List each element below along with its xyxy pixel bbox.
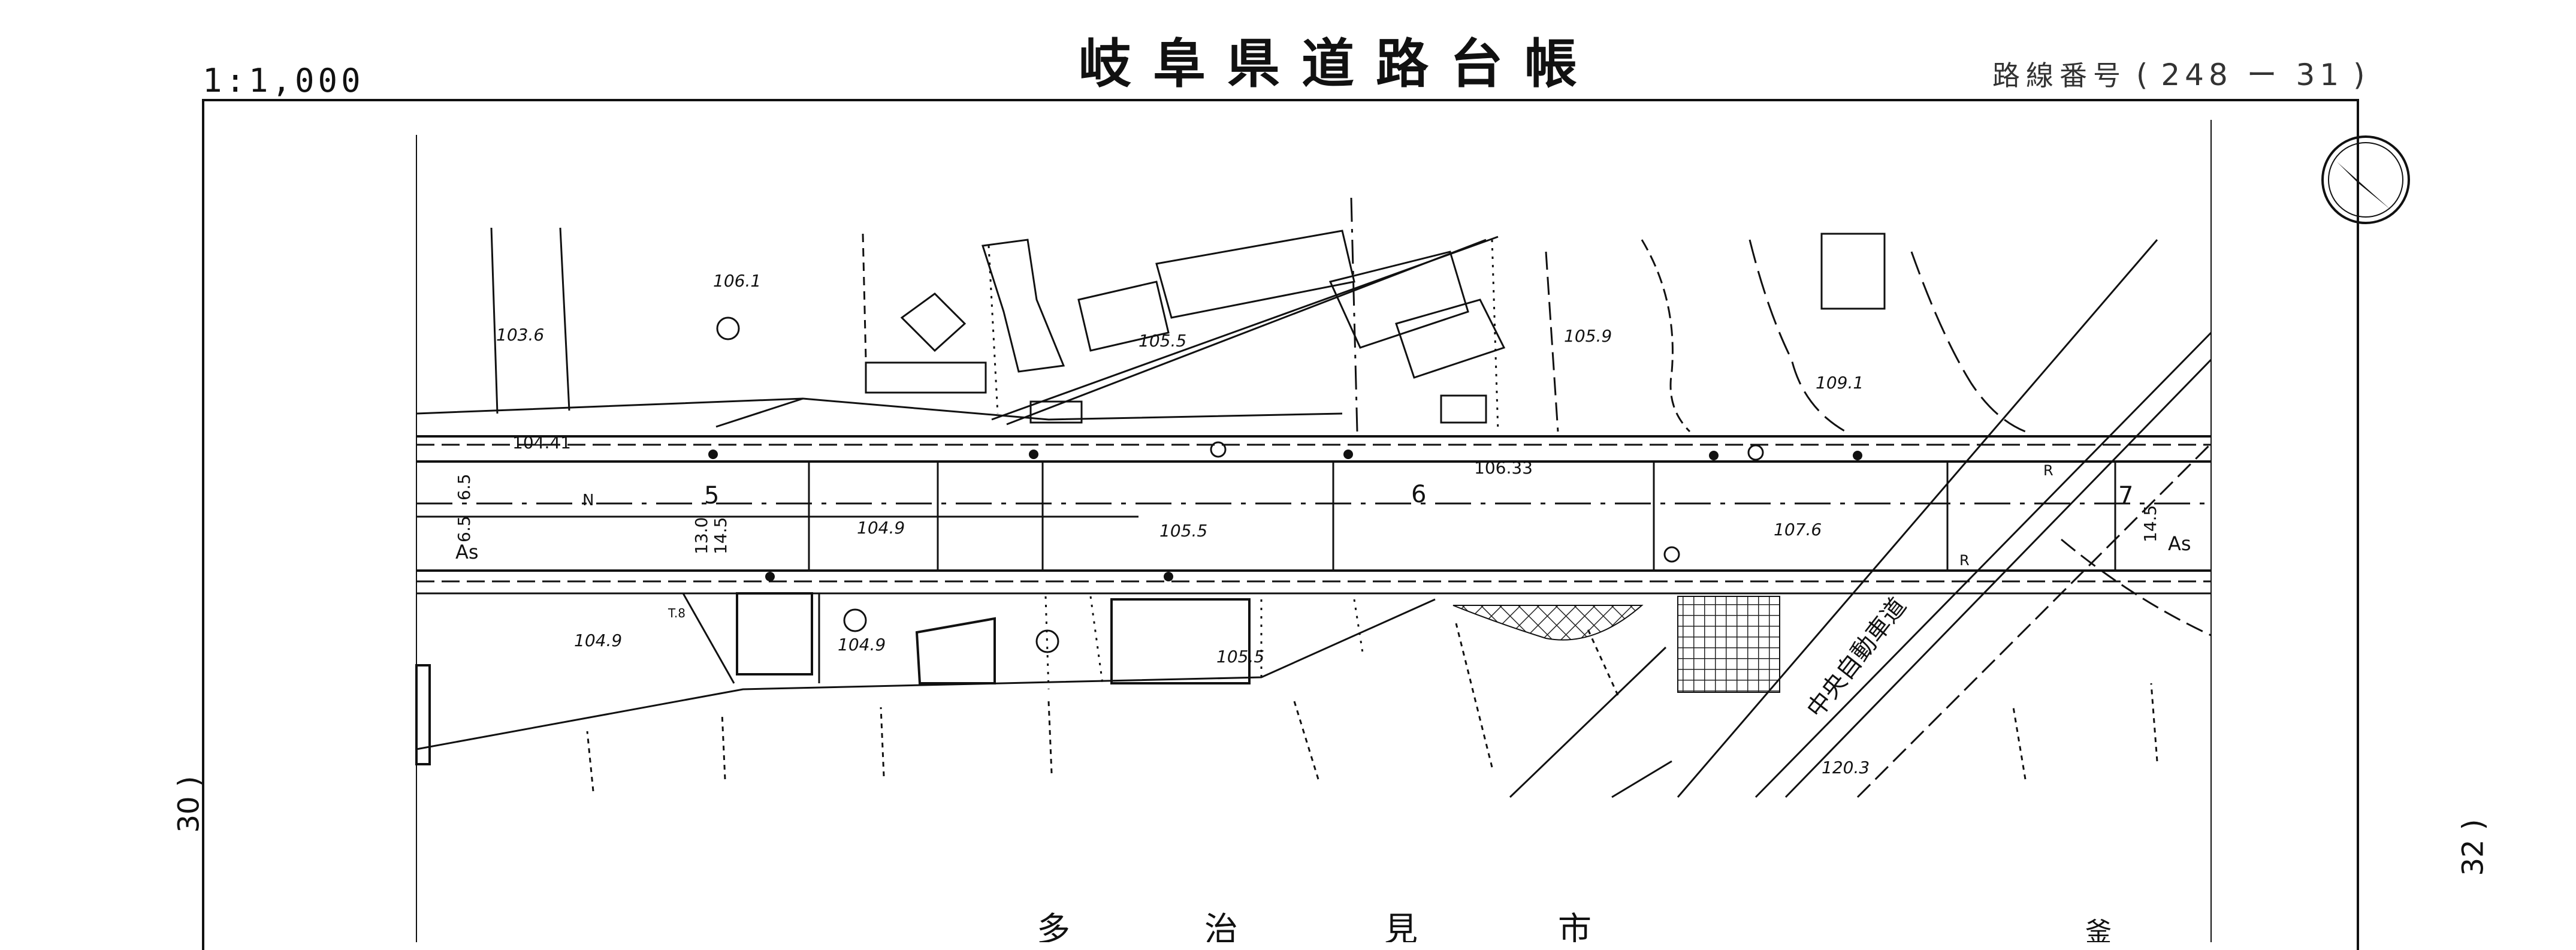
surface-label: As xyxy=(2168,532,2191,555)
electric-pole-icon xyxy=(1663,546,1680,563)
misc-label: R xyxy=(1959,552,1970,569)
route-number-label: 路線番号 xyxy=(1992,59,2127,92)
road-width-label: 14.5 xyxy=(711,517,730,554)
north-arrow-icon xyxy=(2337,162,2391,210)
route-number-value: 248 ー 31 xyxy=(2161,58,2344,92)
city-name-char: 市 xyxy=(1558,910,1591,942)
misc-label: R xyxy=(2043,462,2053,479)
route-close-paren: ) xyxy=(2353,58,2365,92)
road-width-label: 14.5 xyxy=(2140,505,2160,542)
map-scale: 1:1,000 xyxy=(203,62,364,99)
expressway-label: 中央自動車道 xyxy=(1802,593,1912,723)
elevation-label: 105.9 xyxy=(1564,326,1612,346)
elevation-label: 120.3 xyxy=(1822,758,1870,777)
elevation-label: 105.5 xyxy=(1159,521,1207,541)
city-name-char: 治 xyxy=(1204,910,1238,942)
parking-symbol-icon xyxy=(716,316,740,340)
road-width-label: 6.5 xyxy=(454,474,474,500)
route-open-paren: ( xyxy=(2136,58,2148,92)
surface-label: As xyxy=(455,541,479,563)
telephone-pole-icon xyxy=(1210,441,1227,458)
station-label: 7 xyxy=(2118,482,2133,509)
map-frame xyxy=(202,99,2359,950)
elevation-label: 104.9 xyxy=(574,631,622,650)
elevation-label: 107.6 xyxy=(1774,520,1822,539)
station-label: 6 xyxy=(1411,481,1426,508)
station-label: 5 xyxy=(704,482,719,509)
telephone-pole-icon xyxy=(1747,444,1764,461)
misc-label: N xyxy=(582,491,594,509)
elevation-label: 103.6 xyxy=(496,325,544,345)
elevation-label: 104.9 xyxy=(857,518,905,538)
route-number: 路線番号 ( 248 ー 31 ) xyxy=(1992,60,2365,90)
road-width-label: 13.0 xyxy=(691,517,711,554)
parking-symbol-icon xyxy=(1035,629,1059,653)
elevation-label: 109.1 xyxy=(1816,373,1864,393)
elevation-label: 106.1 xyxy=(713,271,761,291)
elevation-label: 106.33 xyxy=(1474,458,1533,478)
elevation-label: 104.9 xyxy=(838,635,886,655)
road-width-label: 6.5 xyxy=(454,515,474,542)
city-name-char: 見 xyxy=(1384,910,1418,942)
city-name-char: 多 xyxy=(1037,910,1070,942)
elevation-label: 105.5 xyxy=(1216,647,1264,666)
place-name-char: 釜 xyxy=(2085,917,2112,942)
elevation-label: 105.5 xyxy=(1138,331,1186,351)
misc-label: T.8 xyxy=(668,606,685,620)
parking-symbol-icon xyxy=(843,608,867,632)
elevation-label: 104.41 xyxy=(512,433,571,453)
sheet-title: 岐阜県道路台帳 xyxy=(1079,32,1599,95)
